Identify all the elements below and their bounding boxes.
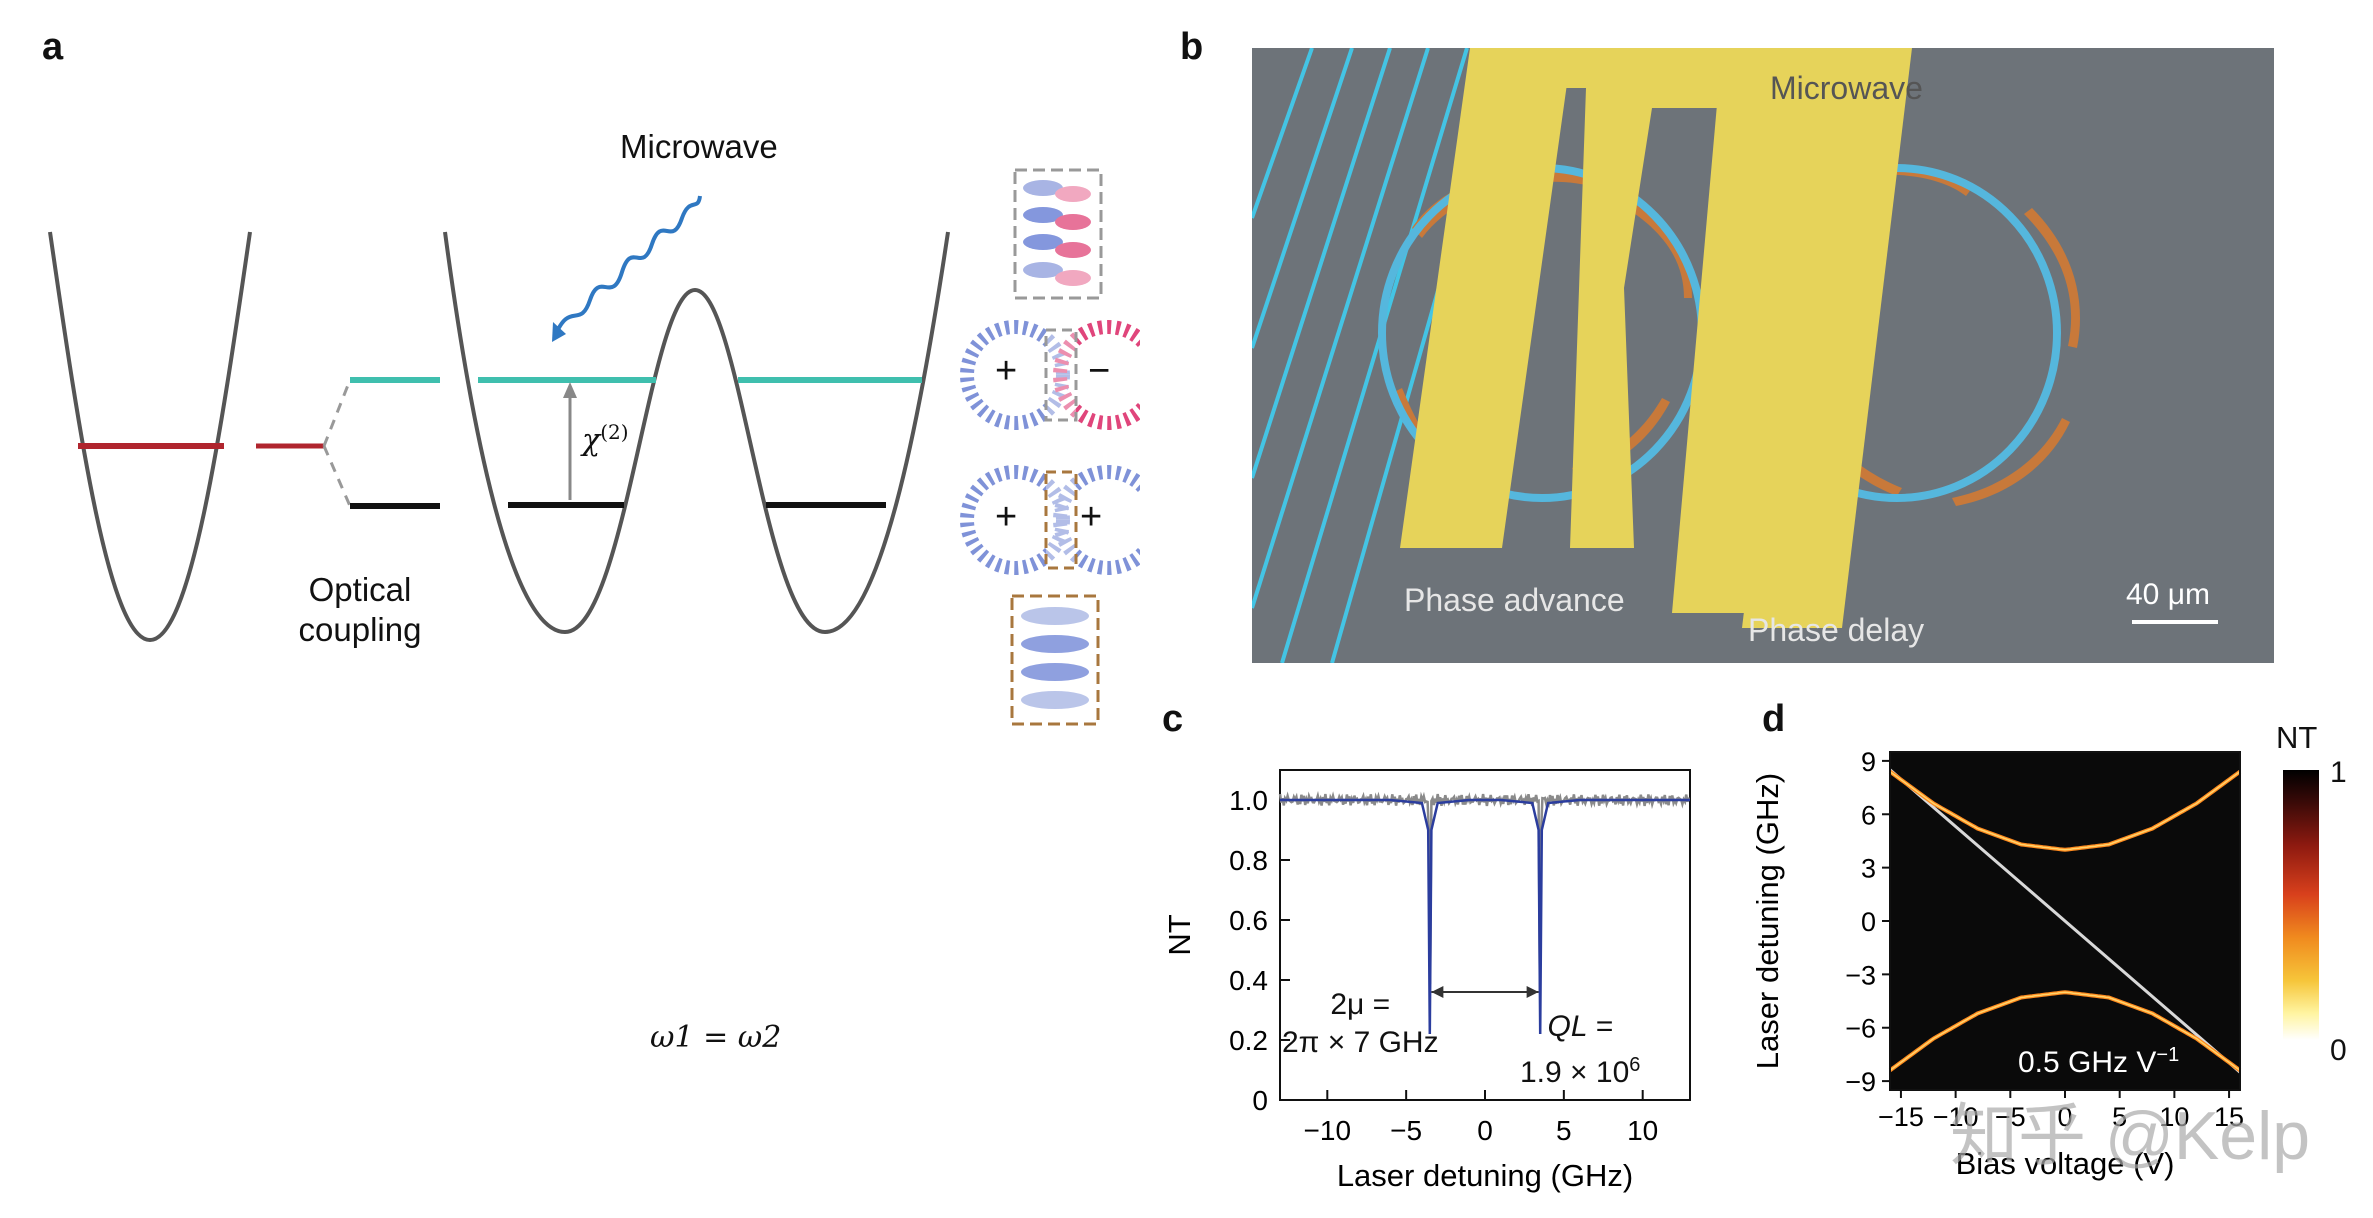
y-tick-label: 0 [1252, 1085, 1268, 1116]
scale-bar-label: 40 μm [2126, 578, 2210, 611]
phase-delay-label: Phase delay [1748, 612, 1925, 648]
y-tick-label: 0.2 [1229, 1025, 1268, 1056]
annotation-left-line1: 2μ = [1330, 988, 1391, 1021]
x-tick-label: −15 [1878, 1102, 1924, 1132]
y-tick-label: 6 [1861, 800, 1876, 830]
heatmap-annotation: 0.5 GHz V−1 [2018, 1044, 2180, 1079]
upper-branch-core [1889, 770, 2241, 851]
scale-bar [2132, 620, 2218, 624]
annotation-right-line1: QL = [1547, 1010, 1613, 1043]
y-tick-label: −6 [1845, 1014, 1876, 1044]
y-tick-label: 0.6 [1229, 905, 1268, 936]
annotation-right-line2: 1.9 × 106 [1520, 1054, 1641, 1089]
microwave-label-b: Microwave [1770, 70, 1923, 106]
chart-c-annotation-left: 2μ = 2π × 7 GHz [1282, 986, 1439, 1062]
y-tick-label: 9 [1861, 747, 1876, 777]
mode-sign-1-right: − [1088, 350, 1111, 392]
x-tick-label: 10 [2159, 1102, 2189, 1132]
x-tick-label: 0 [2057, 1102, 2072, 1132]
mode-pair-antisymmetric [960, 320, 1140, 430]
panel-letter-a: a [42, 26, 64, 68]
splitting-arrowhead-right [1526, 986, 1539, 998]
colorbar [2283, 770, 2319, 1040]
y-tick-label: 1.0 [1229, 785, 1268, 816]
x-tick-label: 10 [1627, 1115, 1658, 1146]
mode-box-bottom [1010, 594, 1100, 726]
mode-sign-1-left: + [995, 350, 1018, 392]
y-tick-label: 0.4 [1229, 965, 1268, 996]
x-axis-label: Laser detuning (GHz) [1337, 1158, 1633, 1193]
optical-coupling-label: Optical coupling [290, 570, 430, 650]
panel-letter-b: b [1180, 26, 1204, 68]
single-well-potential [48, 231, 252, 643]
double-well-potential [443, 231, 950, 635]
electrodes [1400, 48, 1912, 628]
x-tick-label: −10 [1304, 1115, 1352, 1146]
annotation-left-line2: 2π × 7 GHz [1282, 1026, 1439, 1059]
fit-line [1280, 798, 1690, 1035]
y-tick-label: −9 [1845, 1067, 1876, 1097]
panel-a-figure [48, 168, 1140, 726]
data-trace [1278, 790, 1690, 991]
mode-sign-2-left: + [995, 496, 1018, 538]
panel-letter-d: d [1762, 698, 1786, 740]
y-tick-label: 3 [1861, 854, 1876, 884]
microwave-label-a: Microwave [620, 128, 778, 165]
mode-sign-2-right: + [1080, 496, 1103, 538]
x-tick-label: −10 [1933, 1102, 1979, 1132]
x-tick-label: 0 [1477, 1115, 1493, 1146]
chi-arrowhead [563, 382, 577, 398]
coupling-dashed-down [322, 445, 352, 507]
chi-label: χ(2) [582, 420, 629, 458]
y-tick-label: −3 [1845, 960, 1876, 990]
colorbar-max: 1 [2330, 756, 2347, 789]
x-tick-label: −5 [1995, 1102, 2026, 1132]
microwave-wave [553, 195, 702, 337]
microwave-arrowhead [552, 322, 566, 342]
colorbar-min: 0 [2330, 1034, 2347, 1067]
optical-coupling-line2: coupling [298, 611, 422, 648]
y-tick-label: 0 [1861, 907, 1876, 937]
y-tick-label: 0.8 [1229, 845, 1268, 876]
phase-advance-label: Phase advance [1404, 582, 1625, 618]
coupling-dashed-up [322, 379, 352, 447]
x-tick-label: 5 [1556, 1115, 1572, 1146]
x-axis-label: Bias voltage (V) [1956, 1146, 2175, 1181]
splitting-arrowhead-left [1431, 986, 1444, 998]
mode-box-top [1013, 168, 1103, 300]
mode-pair-symmetric [960, 465, 1140, 575]
lower-branch-core [1889, 991, 2241, 1072]
y-axis-label: NT [1162, 914, 1197, 955]
diagonal-branch [1889, 768, 2241, 1074]
sem-micrograph [1252, 48, 2274, 663]
watermark: 知乎 @Kelp [1950, 1098, 2311, 1174]
x-tick-label: −5 [1390, 1115, 1422, 1146]
chart-c-annotation-right: QL = 1.9 × 106 [1520, 1008, 1640, 1092]
y-axis-label: Laser detuning (GHz) [1750, 773, 1785, 1069]
x-tick-label: 15 [2214, 1102, 2244, 1132]
panel-letter-c: c [1162, 698, 1184, 740]
colorbar-title: NT [2276, 720, 2318, 755]
optical-coupling-line1: Optical [308, 571, 412, 608]
omega-relation: ω1 = ω2 [650, 1020, 782, 1055]
x-tick-label: 5 [2112, 1102, 2127, 1132]
